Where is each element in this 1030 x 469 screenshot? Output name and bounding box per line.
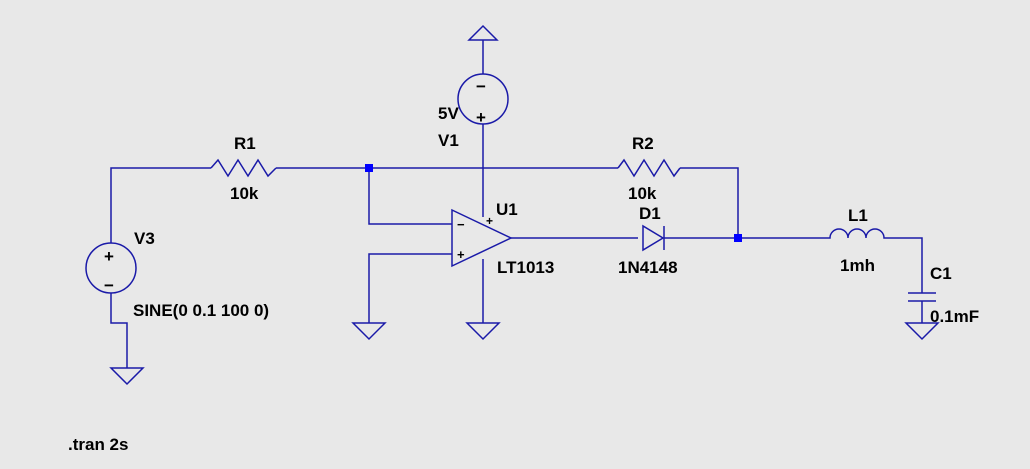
d1-reference: D1 xyxy=(639,204,661,223)
wire-r2-to-output-node[interactable] xyxy=(680,167,739,238)
opamp-supply-plus-sign: + xyxy=(486,214,493,228)
junction-dot xyxy=(365,164,373,172)
wire-noninverting-to-ground[interactable] xyxy=(368,253,452,323)
v3-reference: V3 xyxy=(134,229,155,248)
opamp-u1[interactable]: − + + U1 LT1013 xyxy=(451,200,554,277)
opamp-inverting-sign: − xyxy=(457,217,465,232)
resistor-r1[interactable]: R1 10k xyxy=(210,134,277,203)
wires xyxy=(110,40,923,368)
voltage-source-v3[interactable]: + − V3 SINE(0 0.1 100 0) xyxy=(85,229,269,320)
u1-reference: U1 xyxy=(496,200,518,219)
v1-plus-sign: + xyxy=(476,108,486,127)
voltage-source-v3-symbol xyxy=(85,242,137,294)
ground-icon xyxy=(465,322,501,341)
inductor-l1-symbol xyxy=(820,228,896,239)
voltage-source-v1[interactable]: − + 5V V1 xyxy=(438,73,509,150)
resistor-r2-symbol xyxy=(617,158,681,178)
diode-d1-symbol xyxy=(642,224,665,252)
r1-reference: R1 xyxy=(234,134,256,153)
diode-d1[interactable]: D1 1N4148 xyxy=(618,204,678,277)
ground-icon xyxy=(904,322,940,341)
resistor-r2[interactable]: R2 10k xyxy=(617,134,681,203)
r1-value: 10k xyxy=(230,184,259,203)
r2-reference: R2 xyxy=(632,134,654,153)
capacitor-c1[interactable]: C1 0.1mF xyxy=(908,264,979,326)
ground-icon xyxy=(109,367,145,386)
resistor-r1-symbol xyxy=(210,158,277,178)
r2-value: 10k xyxy=(628,184,657,203)
d1-value: 1N4148 xyxy=(618,258,678,277)
wire-v3-to-ground[interactable] xyxy=(110,293,128,368)
u1-value: LT1013 xyxy=(497,258,554,277)
ground-symbol-opamp-input xyxy=(351,322,387,341)
v1-value: 5V xyxy=(438,104,459,123)
spice-directive[interactable]: .tran 2s xyxy=(68,435,128,454)
wire-v3-to-r1[interactable] xyxy=(110,167,211,243)
l1-reference: L1 xyxy=(848,206,868,225)
opamp-noninverting-sign: + xyxy=(457,247,465,262)
v3-value: SINE(0 0.1 100 0) xyxy=(133,301,269,320)
junction-dot xyxy=(734,234,742,242)
opamp-u1-symbol xyxy=(451,208,513,268)
c1-value: 0.1mF xyxy=(930,307,979,326)
ground-symbol-v3 xyxy=(109,367,145,386)
wire-node-to-inverting-input[interactable] xyxy=(368,168,452,225)
ground-symbol-opamp-supply xyxy=(465,322,501,341)
wire-inductor-to-capacitor[interactable] xyxy=(896,237,923,293)
v1-minus-sign: − xyxy=(476,77,486,96)
supply-up-arrow-icon xyxy=(467,24,499,41)
voltage-source-v1-symbol xyxy=(457,73,509,125)
ground-symbol-capacitor xyxy=(904,322,940,341)
l1-value: 1mh xyxy=(840,256,875,275)
v3-minus-sign: − xyxy=(104,276,114,295)
inductor-l1[interactable]: L1 1mh xyxy=(820,206,896,275)
v1-reference: V1 xyxy=(438,131,459,150)
ground-icon xyxy=(351,322,387,341)
v3-plus-sign: + xyxy=(104,247,114,266)
c1-reference: C1 xyxy=(930,264,952,283)
